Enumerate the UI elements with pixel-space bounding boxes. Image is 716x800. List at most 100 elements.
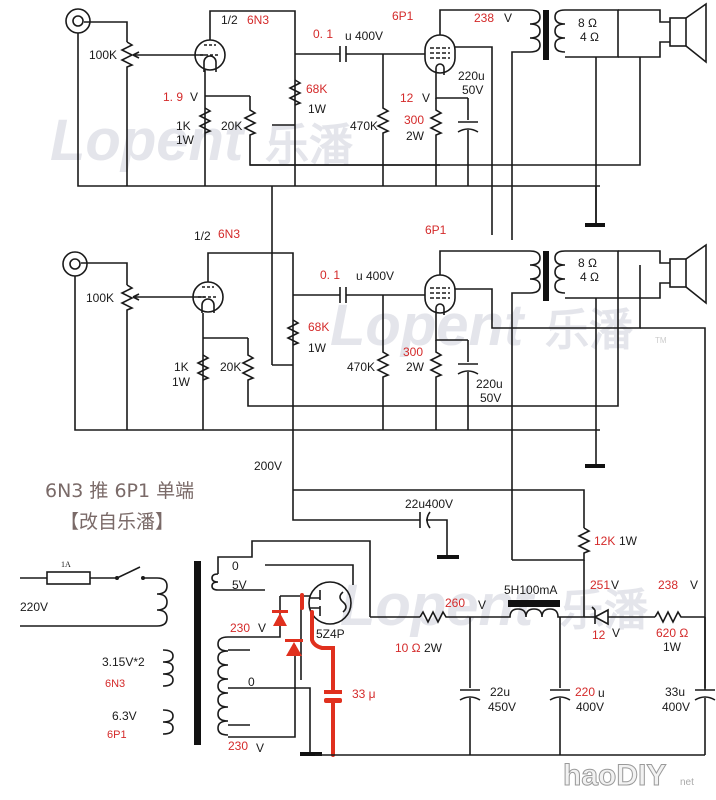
feedback-resistor-icon [241, 338, 500, 407]
tube-label: 1/2 [194, 229, 211, 243]
plate-resistor-icon [286, 319, 300, 346]
filter-cap-3-rating: 400V [662, 700, 690, 714]
channel-2: 100K 1/2 6N3 1K 1W 20K 68K 1W 0. 1 u 400… [62, 186, 707, 690]
hv-bottom-voltage: 230 [228, 739, 248, 753]
cathode-resistor-power: 2W [406, 129, 425, 143]
final-resistor-label: 620 Ω [656, 626, 688, 640]
voltage-unit: V [478, 598, 486, 612]
rectifier-label: 5Z4P [316, 627, 345, 641]
output-transformer-icon [511, 250, 670, 560]
power-supply: 200V 22u400V 12K 1W 1A 220V 3.15V*2 6N3 … [20, 430, 716, 757]
site-logo-text: haoDIY [563, 759, 666, 792]
triode-tube-icon [194, 39, 226, 72]
fuse-label: 1A [61, 560, 71, 569]
plate-resistor-power: 1W [308, 341, 327, 355]
speaker-icon [669, 243, 707, 305]
bypass-cap-label: 220u [476, 377, 503, 391]
watermark-chinese: 乐潘 [545, 305, 633, 356]
voltage-unit: V [504, 11, 512, 25]
pentode-tube-icon [424, 34, 456, 75]
tube-type: 6N3 [218, 227, 240, 241]
driver-rail-voltage: 200V [254, 459, 282, 473]
output-tap-8ohm: 8 Ω [578, 16, 597, 30]
watermark-latin: Lopent [50, 108, 246, 173]
plate-resistor-power: 1W [308, 102, 327, 116]
watermark-tm: TM [655, 336, 667, 345]
plate-voltage: 238 [474, 11, 494, 25]
final-voltage: 238 [658, 578, 678, 592]
bypass-cap-rating: 50V [480, 391, 501, 405]
plate-resistor-icon [288, 79, 302, 106]
coupling-cap-rating: u 400V [356, 269, 394, 283]
filter-cap-1-rating: 450V [488, 700, 516, 714]
cathode-resistor-power: 2W [406, 360, 425, 374]
rectifier-tube-icon [308, 581, 352, 625]
rect-heater-tap-0: 0 [232, 559, 239, 573]
watermark-chinese: 乐潘 [560, 585, 648, 636]
tube-label: 1/2 [221, 13, 238, 27]
coupling-cap-rating: u 400V [345, 29, 383, 43]
dropping-resistor-label: 12K [594, 534, 615, 548]
voltage-unit: V [612, 626, 620, 640]
plate-resistor-label: 68K [308, 320, 329, 334]
channel-1: 100K 1/2 6N3 1. 9 V 1K 1W 20K 68K 1W 0. … [65, 2, 707, 240]
heater-6p1-tube: 6P1 [107, 729, 127, 741]
output-tap-4ohm: 4 Ω [580, 270, 599, 284]
filter-cap-3-label: 33u [665, 685, 685, 699]
output-tap-4ohm: 4 Ω [580, 30, 599, 44]
feedback-resistor-label: 20K [221, 119, 242, 133]
title-line-1: 6N3 推 6P1 单端 [45, 480, 194, 502]
zener-voltage: 12 [592, 628, 606, 642]
final-resistor-power: 1W [663, 640, 682, 654]
high-voltage-winding-icon [217, 636, 229, 736]
watermark-top: Lopent 乐潘 [50, 108, 353, 173]
dropping-resistor-power: 1W [619, 534, 638, 548]
title-line-2: 【改自乐潘】 [60, 511, 174, 533]
tube-type: 6P1 [392, 9, 414, 23]
series-resistor-power: 2W [424, 641, 443, 655]
volume-pot-icon [120, 41, 134, 186]
rectifier-output-voltage: 260 [445, 596, 465, 610]
heater-6n3-voltage: 3.15V*2 [102, 655, 145, 669]
coupling-cap-value: 0. 1 [313, 27, 333, 41]
feedback-resistor-label: 20K [220, 360, 241, 374]
series-resistor-label: 10 Ω [395, 641, 421, 655]
watermark-latin: Lopent [330, 293, 526, 358]
diagram-title: 6N3 推 6P1 单端 【改自乐潘】 [45, 480, 194, 533]
cathode-voltage: 12 [400, 91, 414, 105]
mains-voltage: 220V [20, 600, 48, 614]
site-logo-suffix: net [680, 777, 694, 788]
cathode-resistor-power: 1W [172, 375, 191, 389]
filter-cap-2-label: 220 [575, 685, 595, 699]
coupling-capacitor-icon [339, 46, 347, 62]
cathode-resistor-label: 300 [404, 113, 424, 127]
series-resistor-icon [419, 610, 470, 624]
final-resistor-icon [654, 610, 705, 624]
watermark-bottom: Lopent 乐潘 [340, 573, 648, 638]
fuse-icon [46, 571, 91, 585]
voltage-unit: V [422, 91, 430, 105]
added-capacitor-icon [324, 690, 342, 694]
decoupling-cap-label: 22u400V [405, 497, 453, 511]
heater-6n3-tube: 6N3 [105, 678, 125, 690]
added-cap-label: 33 μ [352, 687, 376, 701]
heater-winding-6p1-icon [162, 709, 174, 735]
watermark-chinese: 乐潘 [265, 120, 353, 171]
diode-icon [286, 642, 302, 656]
choke-output-voltage: 251 [590, 578, 610, 592]
bypass-cap-label: 220u [458, 69, 485, 83]
output-tap-8ohm: 8 Ω [578, 256, 597, 270]
voltage-unit: V [256, 741, 264, 755]
transformer-core-icon [194, 561, 201, 745]
hv-top-voltage: 230 [230, 621, 250, 635]
choke-core-icon [508, 600, 560, 607]
grid-resistor-label: 470K [347, 360, 375, 374]
volume-pot-icon [120, 284, 134, 430]
heater-6p1-voltage: 6.3V [112, 709, 137, 723]
speaker-icon [669, 2, 707, 64]
volume-pot-label: 100K [86, 291, 114, 305]
cathode-voltage: 1. 9 [163, 90, 183, 104]
diode-icon [273, 613, 287, 626]
plate-resistor-label: 68K [306, 82, 327, 96]
